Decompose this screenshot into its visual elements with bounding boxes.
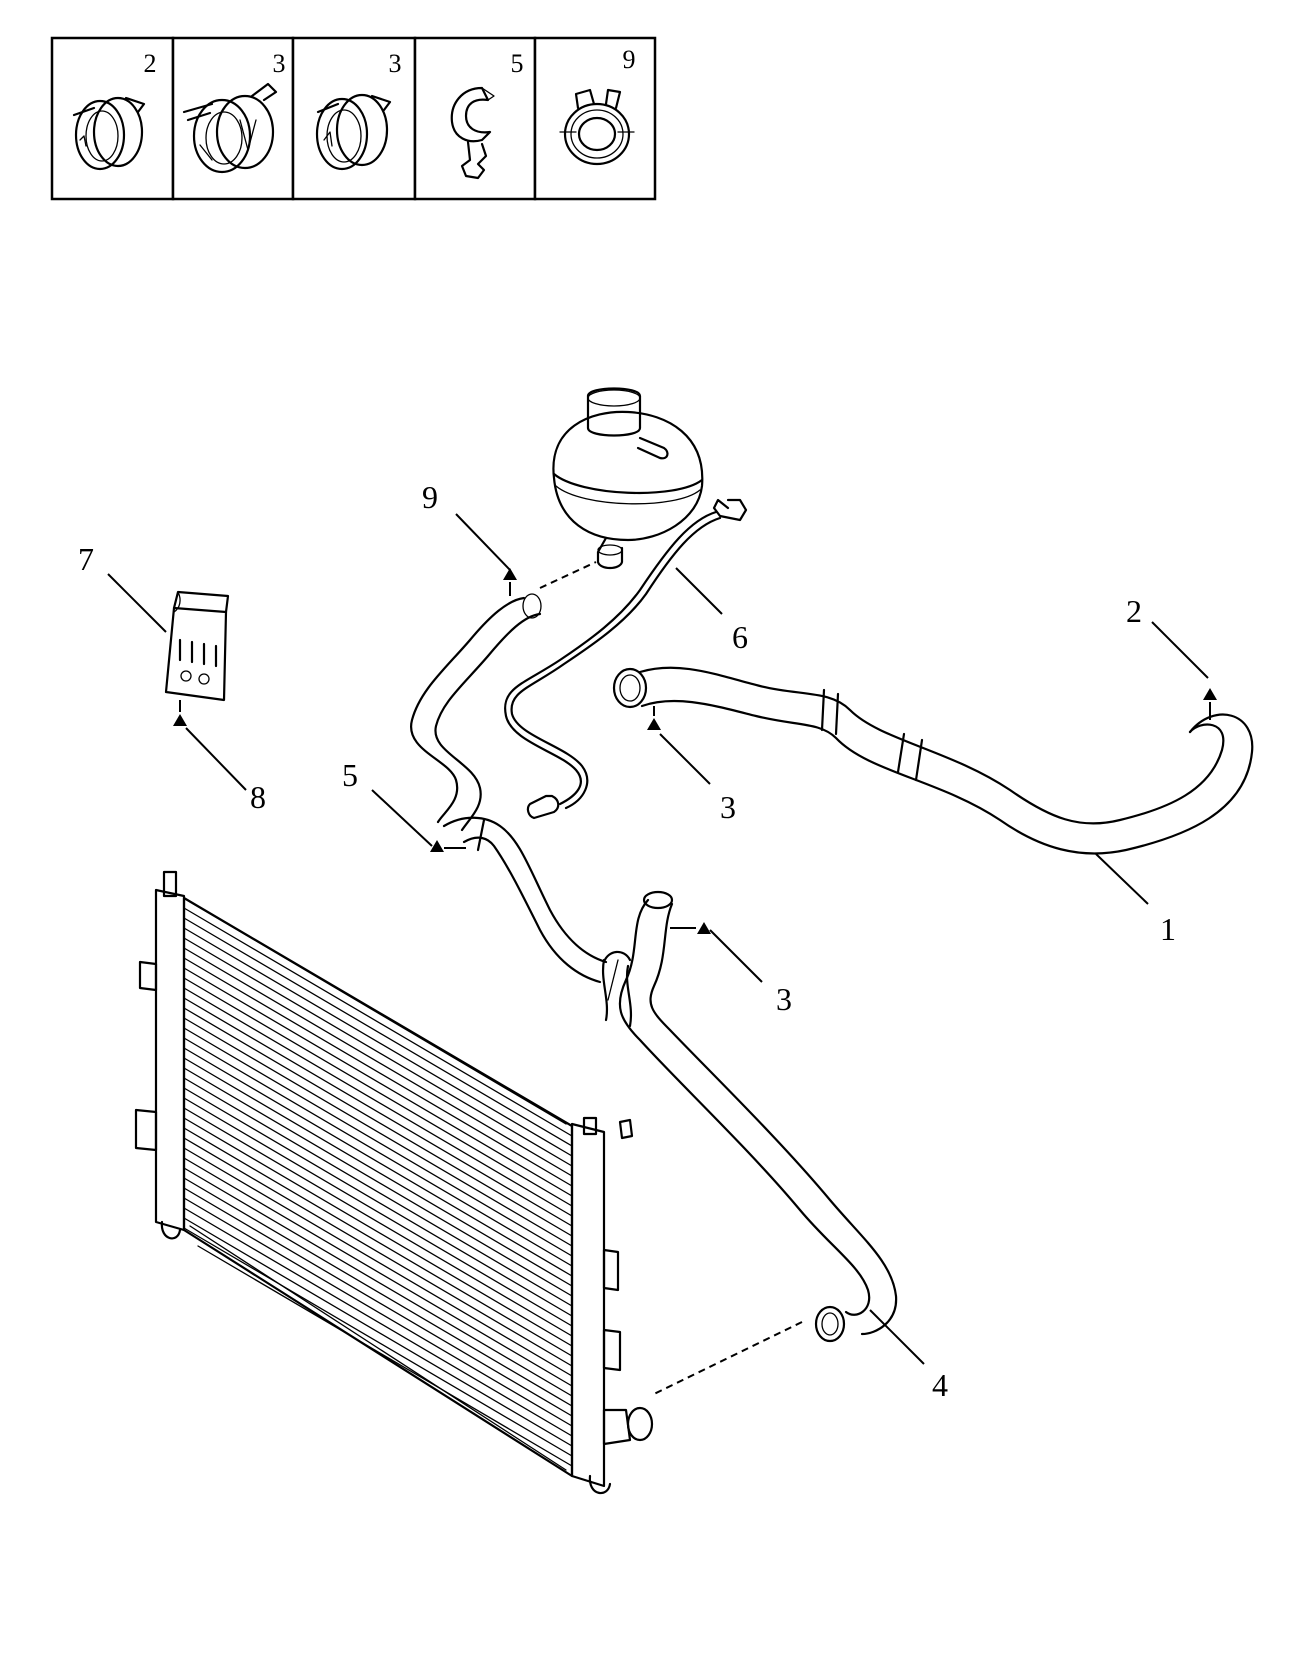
hose-clip-icon (450, 86, 495, 180)
expansion-tank (552, 387, 704, 570)
legend-box-5: 9 (533, 36, 657, 201)
callout-5: 5 (342, 757, 358, 793)
legend-number: 3 (389, 49, 402, 78)
legend-box-3: 3 (291, 36, 417, 201)
spring-clamp-icon (559, 88, 635, 166)
legend-number: 3 (273, 49, 286, 78)
callout-6: 6 (732, 619, 748, 655)
callout-1: 1 (1160, 911, 1176, 947)
leader-lines (107, 513, 1217, 1395)
callout-3-upper: 3 (720, 789, 736, 825)
radiator (134, 870, 654, 1494)
callout-7: 7 (78, 541, 94, 577)
callout-2: 2 (1126, 593, 1142, 629)
legend-number: 9 (623, 45, 636, 74)
level-sensor-wire (503, 498, 748, 820)
callout-8: 8 (250, 779, 266, 815)
hose-5 (442, 816, 608, 984)
legend-number: 5 (511, 49, 524, 78)
wide-band-clamp-icon (182, 82, 278, 174)
hose-4 (602, 890, 898, 1343)
band-clamp-icon (72, 96, 146, 171)
hose-bracket (164, 590, 230, 702)
callout-labels: 1 2 3 3 4 5 6 7 8 9 (78, 479, 1176, 1403)
legend-box-4: 5 (413, 36, 537, 201)
legend-number: 2 (144, 49, 157, 78)
hose-9 (410, 593, 542, 832)
callout-9: 9 (422, 479, 438, 515)
legend-box-2: 3 (171, 36, 295, 201)
legend-box-1: 2 (50, 36, 175, 201)
hose-1 (612, 666, 1254, 855)
callout-3-lower: 3 (776, 981, 792, 1017)
callout-4: 4 (932, 1367, 948, 1403)
band-clamp-icon (315, 93, 392, 171)
